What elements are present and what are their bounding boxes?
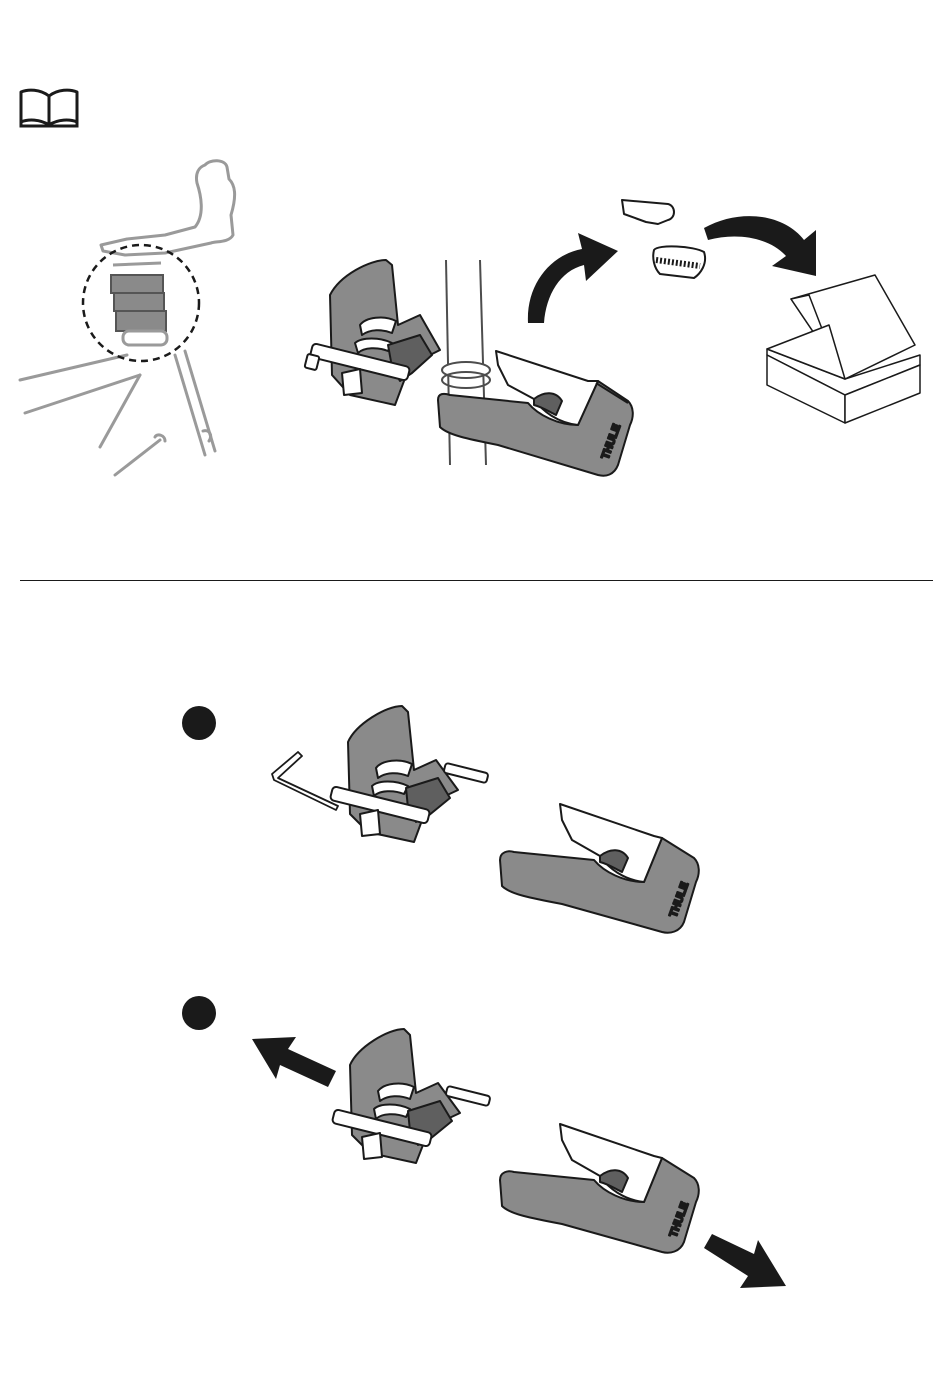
manual-book-icon [18, 86, 80, 128]
bike-frame-illustration [15, 155, 255, 485]
step-1-marker [182, 706, 216, 740]
curved-arrow-down-icon [700, 210, 825, 280]
curved-arrow-up-icon [520, 225, 620, 325]
section-divider [20, 580, 933, 581]
step-2-clamp-bracket [330, 1025, 495, 1165]
cardboard-box-icon [765, 275, 925, 425]
step-2-arrow-right-icon [700, 1232, 790, 1292]
clamp-bracket-part [300, 255, 450, 405]
step-1-adapter-block: THULE [500, 800, 705, 935]
step-2-marker [182, 996, 216, 1030]
step-1-allen-key-and-clamp [268, 702, 498, 847]
step-2-adapter-block: THULE [500, 1120, 705, 1255]
step-2-arrow-left-icon [250, 1035, 340, 1095]
adapter-block-part: THULE [438, 345, 638, 480]
